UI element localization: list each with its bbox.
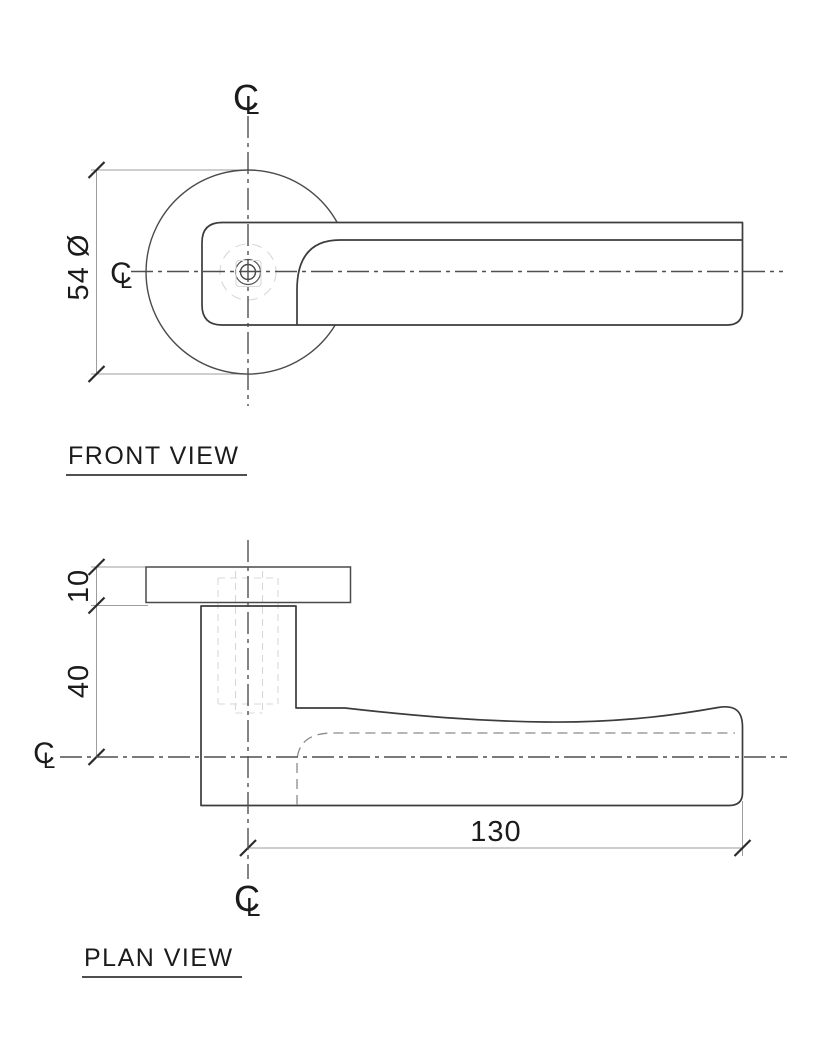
centerline-symbol: C bbox=[110, 257, 132, 290]
lever-neck-inner-edge bbox=[296, 239, 743, 325]
centerline-symbol: C bbox=[234, 878, 260, 919]
diameter-dimension-label: 54 Ø bbox=[63, 234, 95, 301]
centerline-symbol: L bbox=[246, 892, 260, 922]
lever-front-group bbox=[201, 221, 744, 326]
plan-view: 10 40 130 C L C L bbox=[33, 540, 787, 922]
front-view-title: FRONT VIEW bbox=[66, 443, 248, 477]
rose-thickness-dimension-label: 10 bbox=[63, 569, 95, 603]
plan-texts: 10 40 130 C L C L bbox=[33, 569, 521, 922]
lever-length-dimension-label: 130 bbox=[470, 816, 521, 848]
front-view: 54 Ø C L C L bbox=[63, 77, 783, 406]
rose-group bbox=[145, 169, 338, 375]
lever-plan-group bbox=[200, 605, 744, 807]
rose-outline bbox=[145, 169, 338, 375]
centerline-symbol: L bbox=[120, 268, 132, 293]
plan-centerlines bbox=[60, 540, 787, 879]
plan-dimension-ticks bbox=[87, 558, 752, 857]
front-texts: 54 Ø C L C L bbox=[63, 77, 259, 300]
dimension-tick bbox=[733, 839, 752, 857]
plan-dimension-lines bbox=[91, 566, 743, 856]
lever-hidden-edge-group bbox=[296, 732, 735, 805]
centerline-symbol: C bbox=[33, 737, 55, 770]
front-centerlines bbox=[131, 116, 783, 406]
centerline-symbol: L bbox=[245, 90, 259, 120]
centerline-symbol: L bbox=[43, 748, 55, 773]
lever-hidden-edge bbox=[296, 732, 735, 805]
lever-outline bbox=[201, 221, 744, 326]
lever-plan-outline bbox=[200, 605, 744, 807]
dimension-tick bbox=[87, 365, 106, 383]
neck-height-dimension-label: 40 bbox=[63, 664, 95, 698]
plan-view-title: PLAN VIEW bbox=[82, 945, 242, 979]
front-dimension-ticks bbox=[87, 161, 106, 383]
front-dimension-lines bbox=[91, 169, 256, 375]
dimension-tick bbox=[87, 558, 106, 576]
dimension-tick bbox=[87, 161, 106, 179]
dimension-tick bbox=[87, 596, 106, 615]
centerline-symbol: C bbox=[233, 77, 259, 118]
